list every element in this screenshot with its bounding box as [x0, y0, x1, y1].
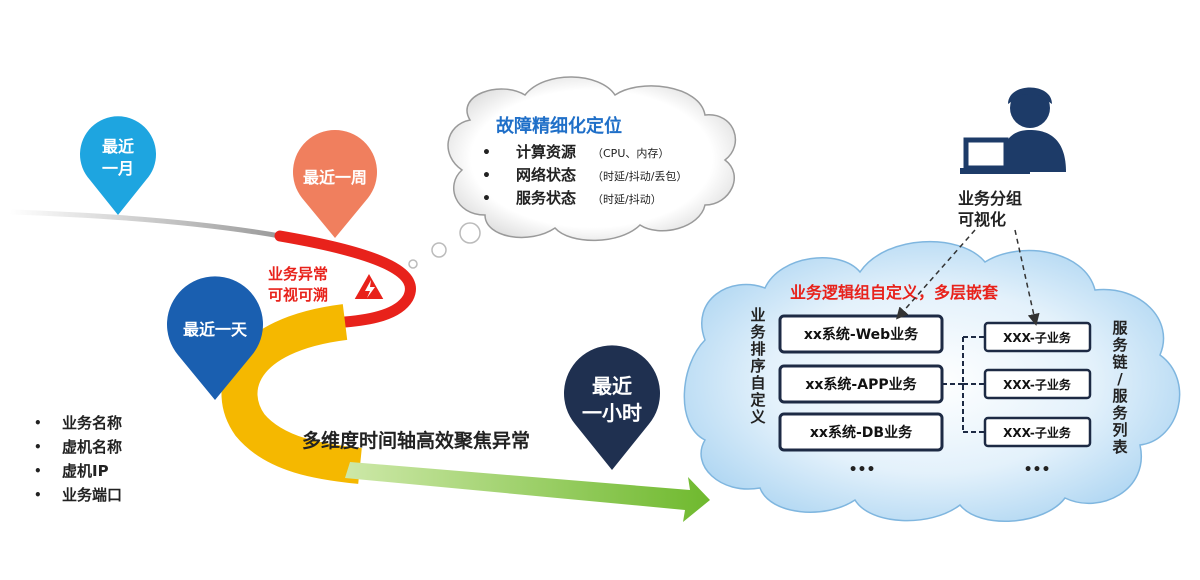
cloud-right-vertical-char: 务	[1112, 336, 1128, 354]
cloud-left-vertical-char: 排	[750, 340, 765, 358]
cloud-left-vertical-char: 务	[750, 323, 766, 341]
pin-week-label: 最近一周	[303, 168, 367, 187]
thought-item-2: 网络状态	[516, 166, 576, 184]
cloud-left-vertical-char: 义	[750, 408, 765, 426]
left-item-4: 业务端口	[62, 486, 122, 504]
main-box-db[interactable]: xx系统-DB业务	[778, 412, 944, 452]
main-ellipsis: •••	[849, 462, 876, 478]
sub-box-2-label: XXX-子业务	[1003, 377, 1072, 392]
cloud-left-vertical-char: 自	[750, 374, 765, 392]
thought-item-1-detail: （CPU、内存）	[592, 146, 669, 160]
pin-week[interactable]: 最近一周	[293, 130, 377, 238]
sub-box-1-label: XXX-子业务	[1003, 330, 1072, 345]
user-label-line1: 业务分组	[958, 189, 1022, 208]
cloud-right-vertical-char: 列	[1112, 421, 1127, 439]
left-item-1: 业务名称	[62, 414, 122, 432]
pin-day[interactable]: 最近一天	[167, 276, 264, 400]
thought-item-3: 服务状态	[516, 189, 576, 207]
left-bullet-3: •	[34, 464, 42, 478]
left-bullet-1: •	[34, 416, 42, 430]
timeline-road	[9, 209, 710, 522]
cloud-left-vertical-char: 定	[750, 391, 765, 409]
main-box-web-label: xx系统-Web业务	[804, 326, 919, 343]
pin-hour-line2: 一小时	[582, 401, 642, 425]
sub-box-2[interactable]: XXX-子业务	[983, 368, 1092, 400]
left-item-3: 虚机IP	[62, 462, 109, 480]
cloud-right-vertical-char: 服	[1112, 319, 1128, 337]
user-label-line2: 可视化	[958, 210, 1006, 229]
thought-bullet-3: •	[482, 191, 491, 207]
cloud-title: 业务逻辑组自定义，多层嵌套	[790, 283, 999, 302]
thought-item-2-detail: （时延/抖动/丢包）	[592, 169, 687, 183]
main-box-db-label: xx系统-DB业务	[810, 424, 913, 441]
cloud-right-vertical-char: 务	[1112, 404, 1128, 422]
pin-month-line2: 一月	[102, 159, 134, 178]
left-list: • 业务名称 • 虚机名称 • 虚机IP • 业务端口	[34, 414, 122, 504]
road-grey-segment	[9, 209, 281, 239]
pin-hour[interactable]: 最近 一小时	[564, 345, 660, 470]
cloud-left-vertical-char: 序	[750, 357, 765, 375]
cloud-right-vertical-char: 服	[1112, 387, 1128, 405]
main-box-app[interactable]: xx系统-APP业务	[778, 364, 944, 404]
sub-ellipsis: •••	[1024, 462, 1051, 478]
left-item-2: 虚机名称	[62, 438, 122, 456]
cloud-right-vertical-char: /	[1117, 370, 1123, 388]
left-bullet-2: •	[34, 440, 42, 454]
anomaly-label: 业务异常 可视可溯	[268, 265, 328, 304]
road-green-arrow	[345, 462, 710, 522]
road-red-segment	[274, 230, 416, 328]
cloud-right-vertical-char: 链	[1112, 353, 1128, 371]
sub-box-3[interactable]: XXX-子业务	[983, 416, 1092, 448]
thought-bubble	[447, 76, 736, 242]
user-at-computer-icon	[960, 87, 1066, 174]
road-yellow-segment	[221, 304, 362, 484]
anomaly-line2: 可视可溯	[268, 286, 328, 304]
thought-item-1: 计算资源	[516, 143, 576, 161]
thought-bullet-1: •	[482, 145, 491, 161]
sub-box-3-label: XXX-子业务	[1003, 425, 1072, 440]
main-box-web[interactable]: xx系统-Web业务	[778, 314, 944, 354]
cloud-right-vertical-char: 表	[1112, 438, 1128, 456]
thought-list: • 计算资源 （CPU、内存） • 网络状态 （时延/抖动/丢包） • 服务状态…	[482, 143, 687, 207]
arrow-to-main	[896, 229, 976, 320]
anomaly-line1: 业务异常	[268, 265, 328, 283]
cloud-left-vertical-char: 业	[750, 306, 765, 324]
arrow-to-sub	[1014, 229, 1040, 326]
thought-item-3-detail: （时延/抖动）	[592, 192, 662, 206]
main-box-app-label: xx系统-APP业务	[805, 376, 917, 393]
warning-icon	[351, 269, 387, 301]
connector-lines	[942, 336, 985, 433]
timeline-caption: 多维度时间轴高效聚焦异常	[302, 429, 530, 452]
pin-hour-line1: 最近	[592, 374, 632, 398]
pin-month[interactable]: 最近 一月	[80, 116, 156, 215]
thought-bullet-2: •	[482, 168, 491, 184]
thought-trail	[408, 222, 481, 269]
pin-month-line1: 最近	[102, 137, 134, 156]
thought-title: 故障精细化定位	[496, 115, 622, 137]
left-bullet-4: •	[34, 488, 42, 502]
sub-box-1[interactable]: XXX-子业务	[983, 321, 1092, 353]
pin-day-label: 最近一天	[183, 320, 248, 339]
